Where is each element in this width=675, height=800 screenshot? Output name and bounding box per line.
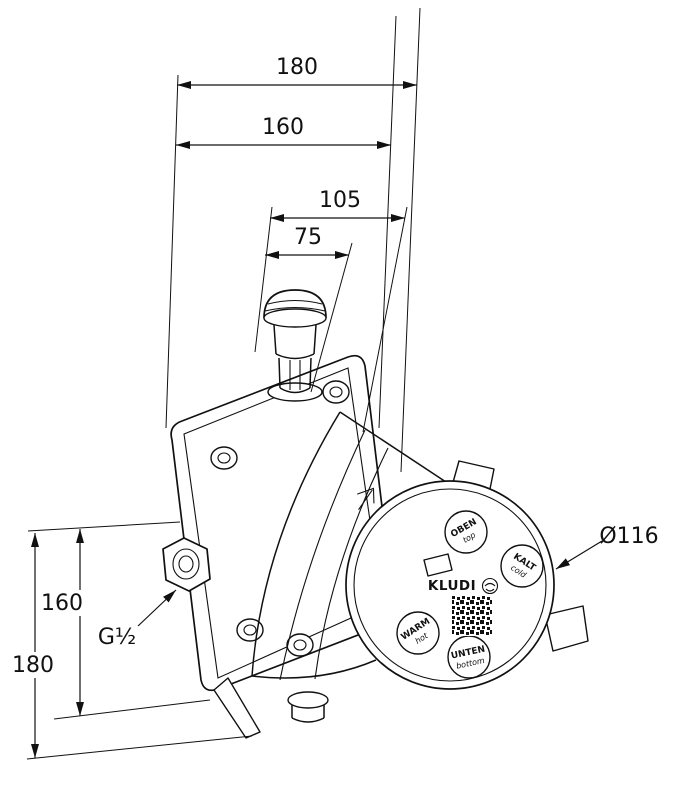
screw-boss-outer: [286, 633, 314, 657]
valve-cylinder: [251, 411, 447, 723]
leader-line: [555, 540, 603, 570]
dimension-label: 180: [12, 653, 54, 678]
hex-nut: [162, 537, 211, 592]
screw-boss-outer: [210, 446, 238, 470]
qr-code: [452, 596, 492, 636]
dimension-label-background: [11, 652, 57, 678]
bottom-port-face: [287, 691, 329, 709]
dimension-label: 180: [276, 55, 318, 80]
port-button-hot: WARM hot: [396, 611, 440, 655]
hex-bore-inner: [178, 555, 194, 573]
port-button-cold: KALT cold: [500, 544, 544, 588]
cylinder-section-edge: [279, 429, 366, 681]
dimension-left-180: 180: [11, 533, 253, 760]
port-button-circle: [500, 544, 544, 588]
bottom-port-bottom: [291, 717, 325, 723]
port-button-circle: [444, 510, 488, 554]
plug-dome-base: [263, 308, 327, 328]
valve-body: OBEN top KALT cold WARM hot: [162, 289, 589, 739]
dimensions: 180 160 105 75 160: [11, 7, 659, 760]
dimension-label: 75: [294, 225, 322, 250]
plug-dome-rib: [264, 306, 326, 312]
plug-collar-side-right: [309, 357, 312, 389]
hex-bore-outer: [172, 548, 200, 580]
extension-line: [362, 206, 408, 433]
screw-boss-inner: [293, 639, 307, 651]
port-button-top: OBEN top: [444, 510, 488, 554]
bottom-port: [287, 691, 329, 723]
extension-line: [254, 206, 273, 353]
cylinder-section-edge: [314, 447, 389, 680]
dimension-top-160: 160: [176, 15, 397, 429]
extension-line: [26, 735, 253, 760]
extension-line: [310, 242, 353, 393]
hex-connection: [162, 537, 211, 592]
plug-dome-rib: [267, 299, 323, 305]
cylinder-back-edge: [251, 411, 341, 677]
plug-neck-right: [313, 324, 317, 355]
port-button-bottom: UNTEN bottom: [447, 635, 491, 679]
top-plug: [263, 289, 327, 402]
extension-line: [378, 15, 397, 429]
cylinder-top-silhouette: [339, 411, 447, 483]
screw-boss-inner: [243, 624, 257, 636]
kludi-logo: KLUDI: [428, 577, 499, 595]
screw-boss-inner: [329, 386, 343, 398]
dimension-label: 105: [319, 188, 361, 213]
dimension-top-180: 180: [165, 7, 421, 473]
dimension-label: 160: [262, 115, 304, 140]
dimension-label-background: [40, 590, 84, 616]
screw-boss: [322, 380, 350, 404]
screw-boss: [286, 633, 314, 657]
side-outlet: [544, 605, 589, 652]
dimension-left-160: 160: [27, 521, 211, 720]
plug-neck-bottom: [275, 353, 315, 360]
screw-boss-inner: [217, 452, 231, 464]
dimension-top-105: 105: [254, 188, 408, 433]
screw-boss-outer: [322, 380, 350, 404]
direction-arrow: [357, 487, 375, 510]
port-button-circle: [396, 611, 440, 655]
direction-arrow-stem: [358, 489, 373, 510]
extension-line: [165, 74, 179, 429]
protection-cap: OBEN top KALT cold WARM hot: [345, 480, 555, 690]
plug-collar-side-left: [278, 357, 281, 389]
kludi-logo-glyph: [484, 582, 496, 592]
thread-size-label: G½: [98, 625, 136, 650]
plug-collar-bottom: [279, 387, 311, 394]
extension-line: [27, 521, 181, 532]
screw-boss: [210, 446, 238, 470]
dimension-label: 160: [41, 591, 83, 616]
kludi-logo-mark: [481, 577, 499, 595]
thread-size-callout: G½: [98, 589, 177, 650]
cap-rim-circle: [353, 488, 547, 682]
cap-notch: [423, 553, 453, 577]
cylinder-bottom-silhouette: [251, 659, 377, 679]
brand-text: KLUDI: [428, 578, 476, 594]
plate-foot: [213, 677, 261, 739]
diameter-label: Ø116: [599, 524, 658, 549]
leader-line: [137, 589, 177, 627]
dimension-top-75: 75: [265, 225, 353, 393]
plug-collar-facet: [289, 360, 301, 390]
direction-arrow-head: [357, 487, 375, 504]
diameter-callout: Ø116: [555, 524, 659, 570]
plug-neck-left: [273, 324, 277, 355]
